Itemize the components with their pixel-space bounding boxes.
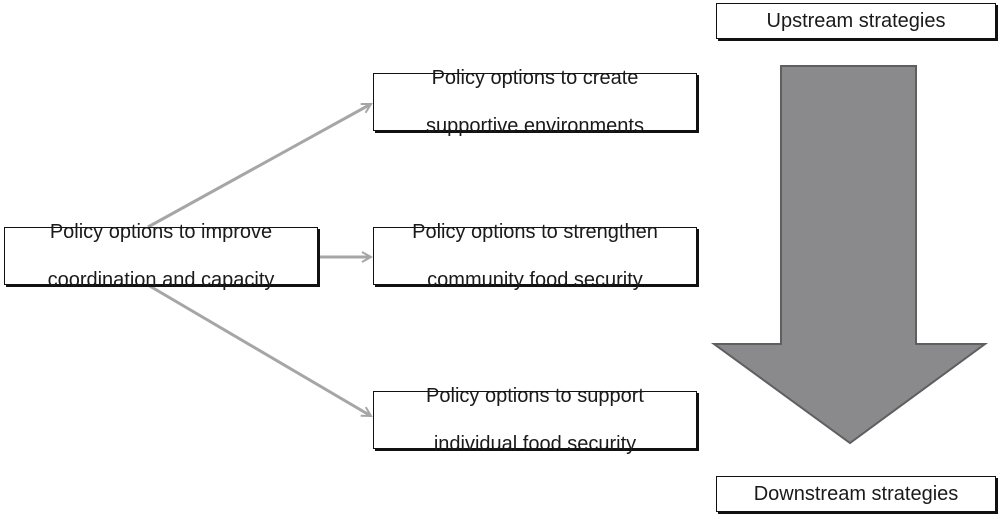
downstream-strategies-label: Downstream strategies xyxy=(716,476,996,512)
individual-food-security-line1: Policy options to support xyxy=(426,385,644,407)
community-food-security-box: Policy options to strengthen community f… xyxy=(373,221,697,291)
coordination-capacity-line2: coordination and capacity xyxy=(47,269,275,291)
individual-food-security-line2: individual food security xyxy=(433,433,637,455)
individual-food-security-box: Policy options to support individual foo… xyxy=(373,385,697,455)
community-food-security-line2: community food security xyxy=(427,269,643,291)
community-food-security-line1: Policy options to strengthen xyxy=(412,221,658,243)
supportive-environments-line1: Policy options to create xyxy=(431,67,639,89)
arrow-to-individual-food-security xyxy=(147,283,371,418)
upstream-downstream-arrow xyxy=(710,65,989,445)
arrow-to-supportive-environments xyxy=(147,102,371,229)
upstream-strategies-text: Upstream strategies xyxy=(766,10,946,32)
supportive-environments-box: Policy options to create supportive envi… xyxy=(373,67,697,137)
supportive-environments-line2: supportive environments xyxy=(426,115,644,137)
upstream-strategies-label: Upstream strategies xyxy=(716,3,996,39)
coordination-capacity-line1: Policy options to improve xyxy=(49,221,273,243)
downstream-strategies-text: Downstream strategies xyxy=(753,483,959,505)
coordination-capacity-box: Policy options to improve coordination a… xyxy=(4,221,318,291)
